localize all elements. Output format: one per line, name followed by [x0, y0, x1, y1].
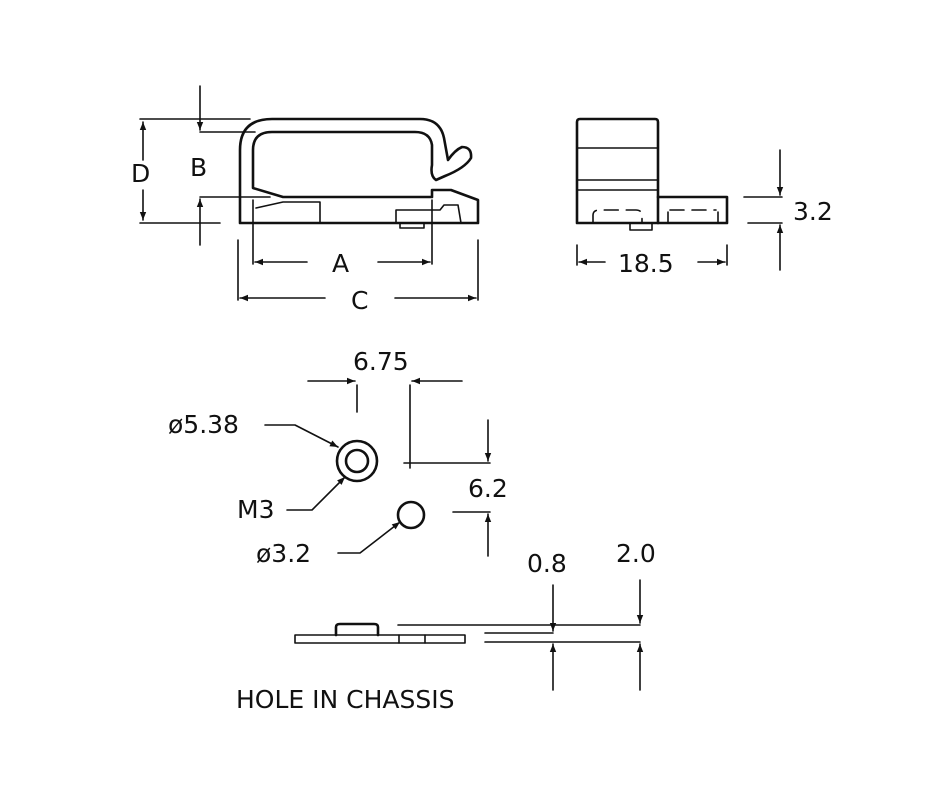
- spacing-y-value: 6.2: [468, 474, 508, 503]
- dimension-c: C: [237, 239, 479, 315]
- thread-label: M3: [237, 495, 274, 524]
- label-b: B: [190, 153, 207, 182]
- hole-pattern: 6.75 6.2 ø5.38 M3 ø3.2: [168, 347, 508, 568]
- thickness-min-value: 0.8: [527, 549, 567, 578]
- chassis-caption: HOLE IN CHASSIS: [236, 685, 455, 714]
- thickness-max-value: 2.0: [616, 539, 656, 568]
- label-c: C: [351, 286, 368, 315]
- dimension-height-side: 3.2: [743, 149, 833, 271]
- label-d: D: [131, 159, 150, 188]
- dimension-a: A: [252, 199, 433, 278]
- dimension-b: B: [190, 85, 271, 246]
- dimension-width-side: 18.5: [576, 244, 728, 278]
- height-value: 3.2: [793, 197, 833, 226]
- hole-dia-label: ø3.2: [256, 539, 311, 568]
- spacing-x-value: 6.75: [353, 347, 409, 376]
- chassis-section: 0.8 2.0 HOLE IN CHASSIS: [236, 539, 656, 714]
- outer-dia-label: ø5.38: [168, 410, 239, 439]
- clip-side-view: [575, 117, 729, 231]
- clip-front-view: [238, 117, 480, 229]
- width-value: 18.5: [618, 249, 674, 278]
- label-a: A: [332, 249, 349, 278]
- dimension-d: D: [131, 118, 251, 224]
